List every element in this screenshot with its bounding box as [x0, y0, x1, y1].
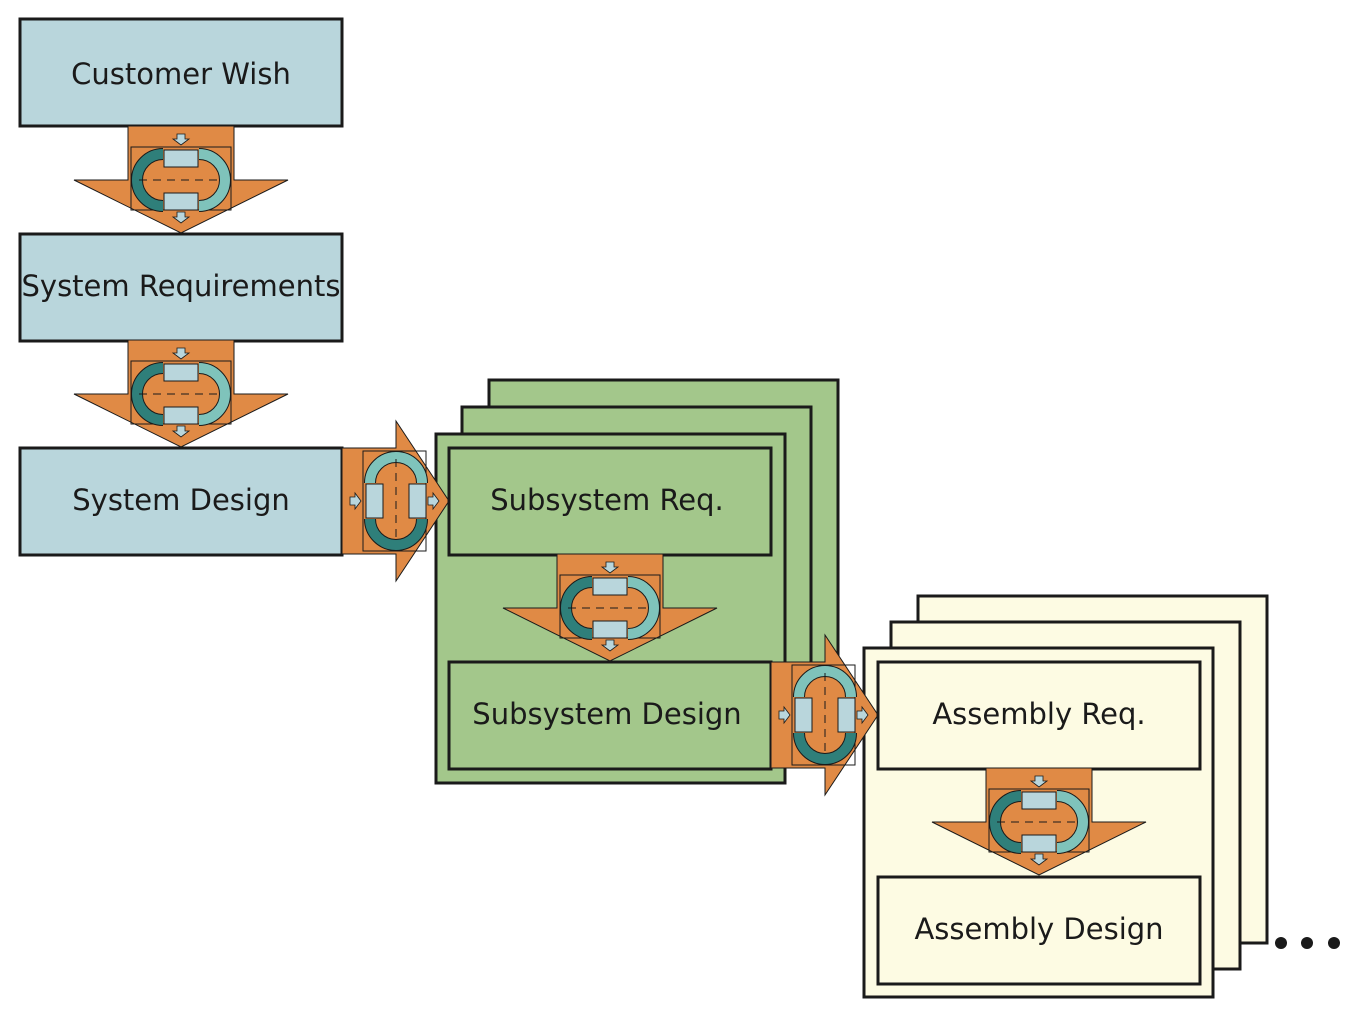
ellipsis-dot: [1301, 937, 1313, 949]
assembly-design-label: Assembly Design: [914, 912, 1163, 946]
ellipsis-dot: [1328, 937, 1340, 949]
customer-wish-label: Customer Wish: [71, 57, 291, 91]
transform-arrow-wish-to-req: [74, 126, 288, 233]
assembly-requirements-box: [876, 660, 1202, 771]
system-design-label: System Design: [72, 483, 290, 517]
customer-wish-box: [18, 17, 344, 128]
subsystem-design-box: [447, 660, 773, 771]
subsystem-requirements-label: Subsystem Req.: [490, 483, 724, 517]
system-design-box: [18, 446, 344, 557]
continuation-ellipsis: [1275, 937, 1340, 949]
assembly-requirements-label: Assembly Req.: [932, 697, 1145, 731]
transform-arrow-system-to-subsystem: [342, 421, 449, 581]
transform-arrow-req-to-design: [74, 340, 288, 447]
system-requirements-box: [18, 232, 344, 343]
system-requirements-label: System Requirements: [22, 269, 341, 303]
subsystem-design-label: Subsystem Design: [472, 697, 741, 731]
assembly-design-box: [876, 875, 1202, 986]
ellipsis-dot: [1275, 937, 1287, 949]
